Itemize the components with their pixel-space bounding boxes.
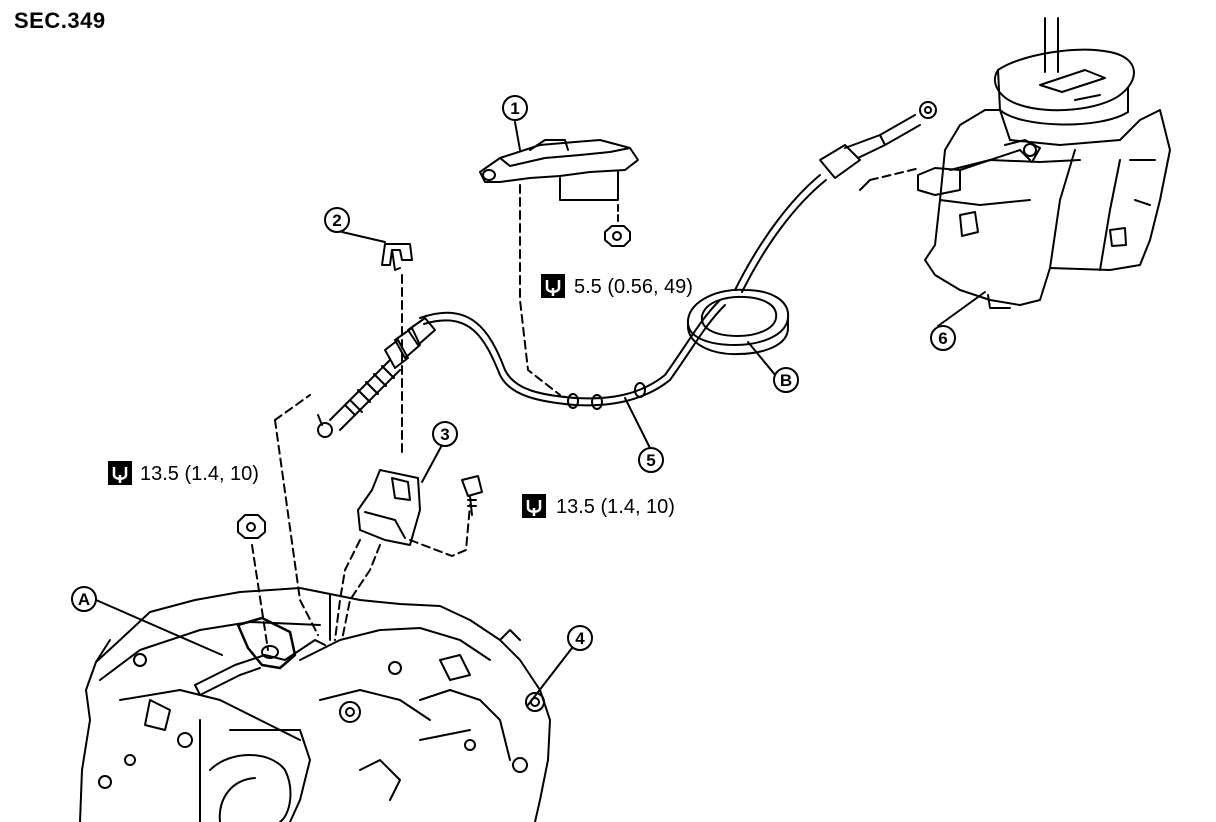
callout-a-label: A [78, 590, 90, 609]
callout-2: 2 [324, 207, 350, 233]
callout-4-label: 4 [575, 629, 585, 648]
callout-5-label: 5 [646, 451, 655, 470]
torque-spec-right: 13.5 (1.4, 10) [522, 494, 675, 518]
grommet-b [686, 288, 790, 356]
callout-2-label: 2 [332, 211, 341, 230]
callout-b: B [773, 367, 799, 393]
control-device [859, 17, 1171, 309]
torque-value-right: 13.5 (1.4, 10) [556, 496, 675, 518]
callout-6: 6 [930, 325, 956, 351]
torque-spec-part1: 5.5 (0.56, 49) [541, 274, 693, 298]
bracket-part1 [479, 139, 639, 247]
section-label: SEC.349 [14, 8, 106, 33]
callout-1: 1 [502, 95, 528, 121]
transaxle-assembly [79, 587, 551, 822]
callout-6-label: 6 [938, 329, 947, 348]
torque-wrench-icon [522, 494, 546, 518]
callout-b-label: B [780, 371, 792, 390]
torque-value-left: 13.5 (1.4, 10) [140, 463, 259, 485]
nut-left [237, 514, 269, 651]
control-cable [317, 101, 937, 438]
callout-3-label: 3 [440, 425, 449, 444]
callout-4: 4 [567, 625, 593, 651]
lock-plate-part2 [381, 243, 413, 456]
callout-5: 5 [638, 447, 664, 473]
torque-spec-left: 13.5 (1.4, 10) [108, 461, 259, 485]
torque-wrench-icon [108, 461, 132, 485]
callout-3: 3 [432, 421, 458, 447]
callout-a: A [71, 586, 97, 612]
callout-1-label: 1 [510, 99, 519, 118]
torque-value-part1: 5.5 (0.56, 49) [574, 276, 693, 298]
torque-wrench-icon [541, 274, 565, 298]
bracket-part3 [357, 469, 483, 557]
